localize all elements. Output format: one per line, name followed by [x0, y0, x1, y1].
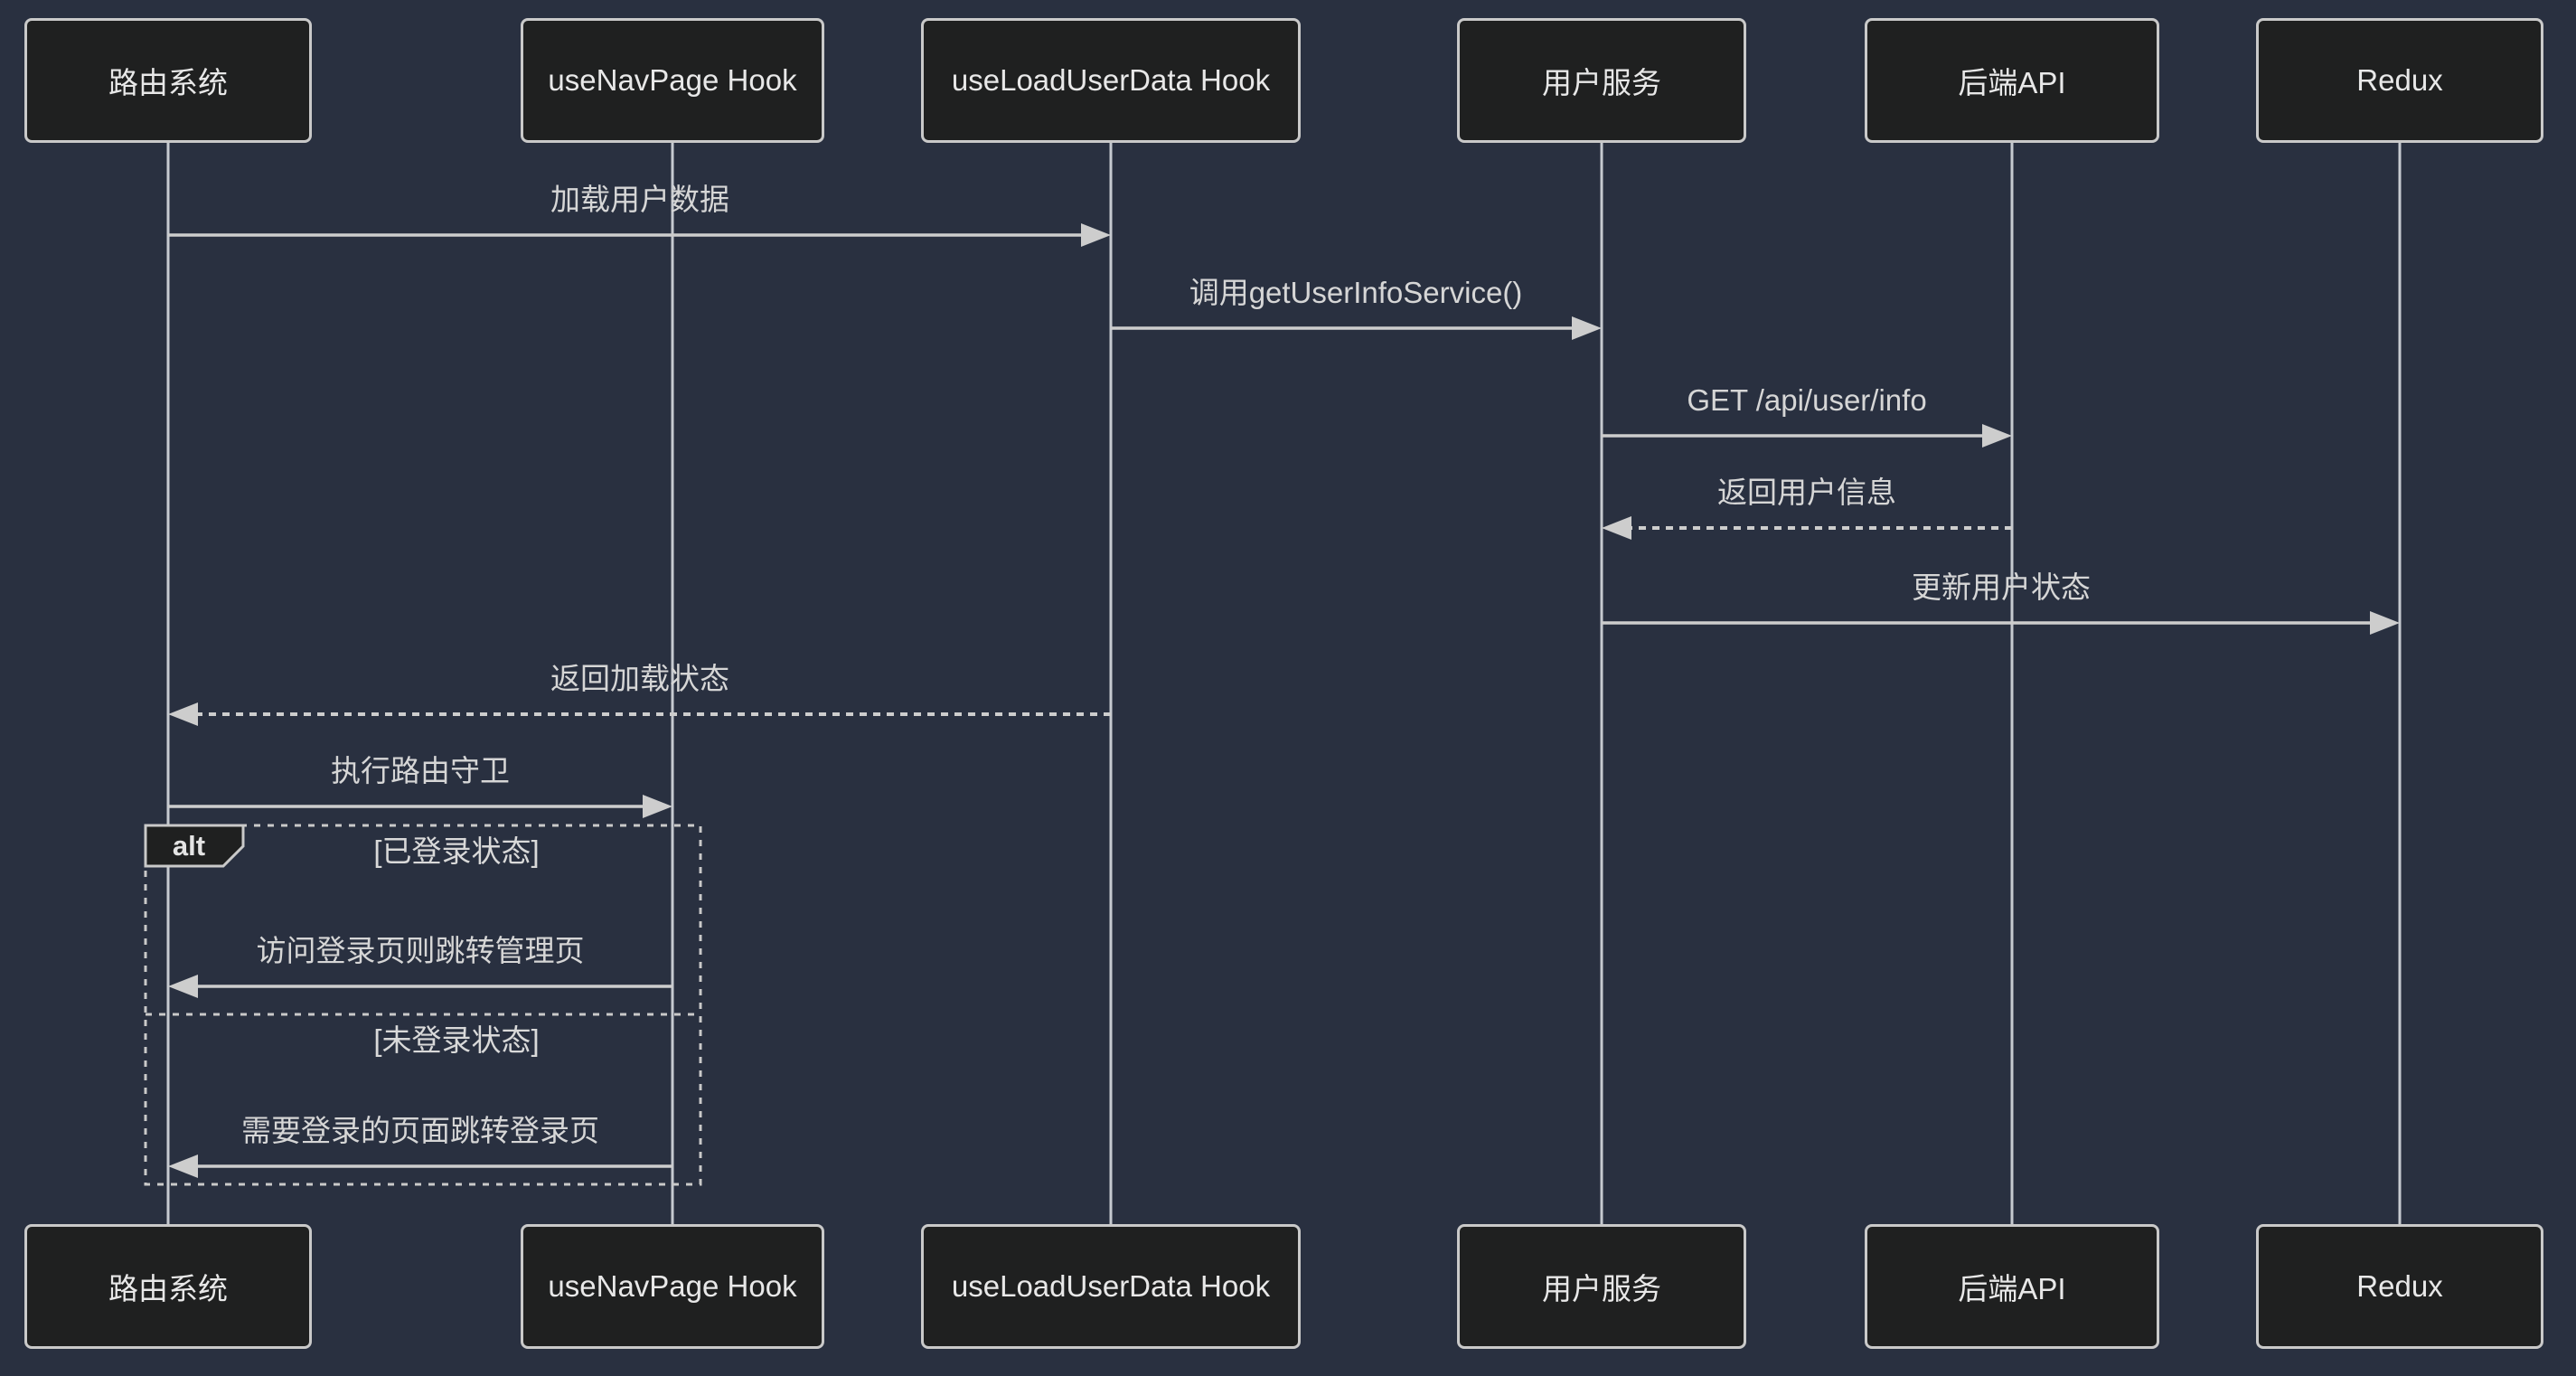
- actor-box-bottom-user-service: 用户服务: [1457, 1224, 1746, 1349]
- message-arrow-8: [168, 975, 672, 998]
- message-label-1: 加载用户数据: [550, 183, 729, 216]
- alt-label-pentagon: [144, 824, 245, 868]
- message-arrows: [168, 223, 2400, 1178]
- message-label-4: 返回用户信息: [1717, 476, 1896, 509]
- message-arrow-7: [168, 795, 672, 818]
- alt-condition-2: [未登录状态]: [373, 1023, 540, 1057]
- message-label-5: 更新用户状态: [1912, 570, 2091, 604]
- alt-fragment: [144, 824, 702, 1186]
- actor-box-bottom-redux: Redux: [2256, 1224, 2543, 1349]
- message-arrow-4: [1602, 516, 2012, 540]
- actor-box-top-routing-system: 路由系统: [24, 18, 312, 143]
- actor-box-top-usenavpage-hook: useNavPage Hook: [521, 18, 824, 143]
- message-label-7: 执行路由守卫: [331, 754, 510, 787]
- message-label-3: GET /api/user/info: [1687, 383, 1927, 417]
- alt-operator-label: alt: [172, 830, 206, 862]
- message-arrow-6: [168, 702, 1111, 726]
- message-label-6: 返回加载状态: [550, 662, 729, 695]
- message-label-8: 访问登录页则跳转管理页: [256, 934, 585, 967]
- message-label-9: 需要登录的页面跳转登录页: [241, 1114, 599, 1147]
- actor-box-bottom-usenavpage-hook: useNavPage Hook: [521, 1224, 824, 1349]
- actor-box-bottom-backend-api: 后端API: [1865, 1224, 2159, 1349]
- actor-box-top-useloaduserdata-hook: useLoadUserData Hook: [921, 18, 1301, 143]
- actor-box-top-redux: Redux: [2256, 18, 2543, 143]
- alt-fragment-border: [144, 824, 702, 1186]
- actor-box-bottom-routing-system: 路由系统: [24, 1224, 312, 1349]
- lifelines: [166, 143, 2402, 1224]
- actor-box-top-user-service: 用户服务: [1457, 18, 1746, 143]
- message-arrow-2: [1111, 316, 1602, 340]
- message-arrow-1: [168, 223, 1111, 247]
- message-arrow-3: [1602, 424, 2012, 448]
- message-arrow-9: [168, 1155, 672, 1178]
- message-arrow-5: [1602, 611, 2400, 635]
- actor-box-bottom-useloaduserdata-hook: useLoadUserData Hook: [921, 1224, 1301, 1349]
- alt-condition-1: [已登录状态]: [373, 834, 540, 868]
- actor-box-top-backend-api: 后端API: [1865, 18, 2159, 143]
- message-label-2: 调用getUserInfoService(): [1189, 276, 1523, 309]
